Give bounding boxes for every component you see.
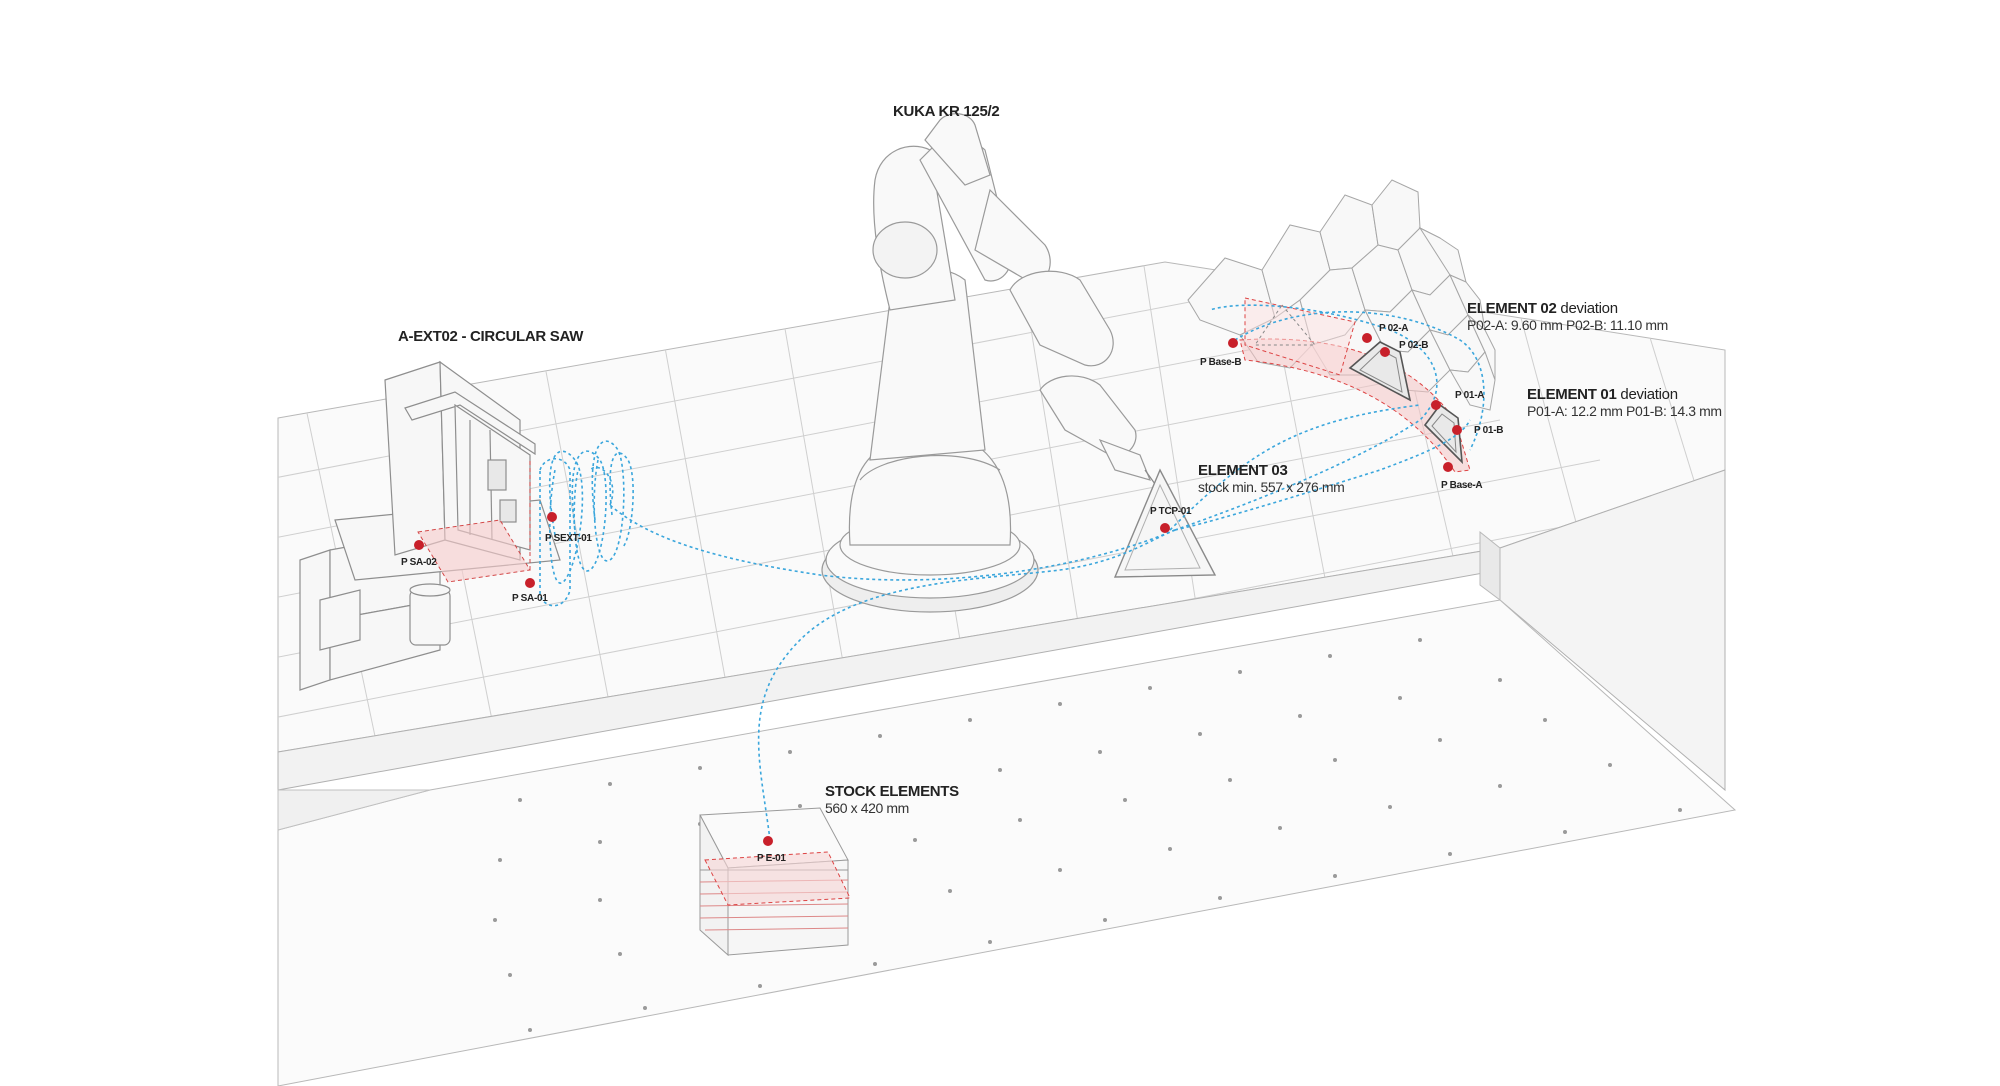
target-points	[414, 333, 1462, 846]
point-label-tcp01: P TCP-01	[1150, 506, 1192, 517]
industrial-robot-arm-icon	[821, 113, 1171, 613]
stock-detail: 560 x 420 mm	[825, 800, 909, 817]
point-01a	[1431, 400, 1441, 410]
stock-label: STOCK ELEMENTS 560 x 420 mm	[825, 783, 959, 816]
element-01-suffix: deviation	[1620, 386, 1678, 403]
point-label-01b: P 01-B	[1474, 425, 1504, 436]
point-01b	[1452, 425, 1462, 435]
curved-beam-highlight	[1239, 297, 1471, 473]
element-01-detail: P01-A: 12.2 mm P01-B: 14.3 mm	[1527, 403, 1722, 420]
element-03-label: ELEMENT 03 stock min. 557 x 276 mm	[1198, 462, 1345, 496]
point-label-sa01: P SA-01	[512, 593, 548, 604]
stacked-sheet-stock-icon	[699, 807, 851, 957]
lower-table	[277, 469, 1737, 1086]
element-01-label: ELEMENT 01 deviation P01-A: 12.2 mm P01-…	[1527, 386, 1722, 419]
point-base-a	[1443, 462, 1453, 472]
element-02-suffix: deviation	[1560, 300, 1618, 317]
element-01-title: ELEMENT 01	[1527, 386, 1617, 403]
element-03-detail: stock min. 557 x 276 mm	[1198, 479, 1345, 496]
point-e01	[763, 836, 773, 846]
saw-title: A-EXT02 - CIRCULAR SAW	[398, 328, 584, 345]
point-02b	[1380, 347, 1390, 357]
point-sa02	[414, 540, 424, 550]
point-label-e01: P E-01	[757, 853, 786, 864]
saw-cut-zone	[417, 460, 531, 583]
point-base-b	[1228, 338, 1238, 348]
point-tcp01	[1160, 523, 1170, 533]
point-label-sa02: P SA-02	[401, 557, 437, 568]
point-label-sext01: P SEXT-01	[545, 533, 592, 544]
point-label-base-a: P Base-A	[1441, 480, 1483, 491]
robot-toolpath	[539, 304, 1485, 841]
point-label-01a: P 01-A	[1455, 390, 1485, 401]
robot-title: KUKA KR 125/2	[893, 103, 1000, 120]
element-02-label: ELEMENT 02 deviation P02-A: 9.60 mm P02-…	[1467, 300, 1668, 333]
point-label-02a: P 02-A	[1379, 323, 1409, 334]
point-sa01	[525, 578, 535, 588]
point-sext01	[547, 512, 557, 522]
point-label-base-b: P Base-B	[1200, 357, 1242, 368]
point-label-02b: P 02-B	[1399, 340, 1429, 351]
point-02a	[1362, 333, 1372, 343]
element-02-title: ELEMENT 02	[1467, 300, 1557, 317]
stock-title: STOCK ELEMENTS	[825, 783, 959, 800]
element-02-detail: P02-A: 9.60 mm P02-B: 11.10 mm	[1467, 317, 1668, 334]
element-03-title: ELEMENT 03	[1198, 462, 1288, 479]
